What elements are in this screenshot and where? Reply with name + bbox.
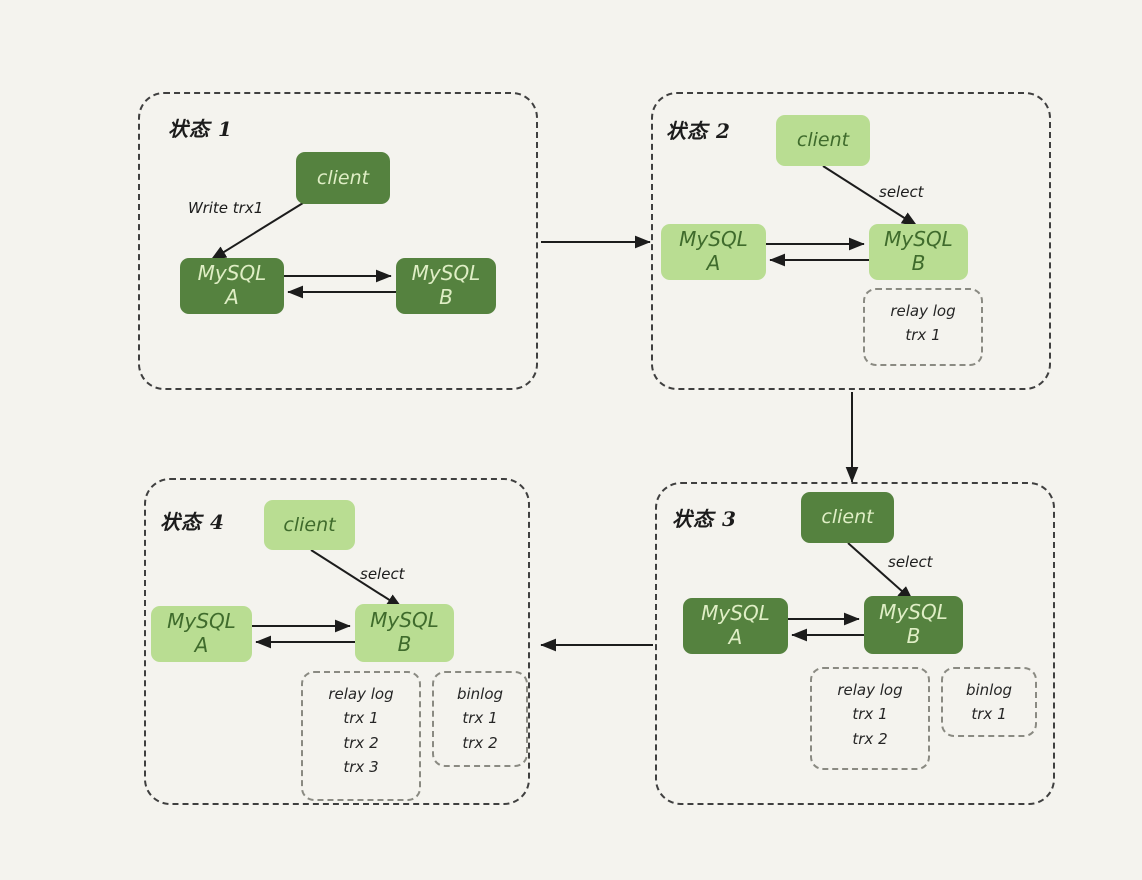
state-panel-2	[651, 92, 1051, 390]
mysql-b-node-state1-line1: MySQL	[411, 261, 481, 286]
mysql-a-node-state2-line1: MySQL	[679, 227, 748, 252]
mysql-a-node-state2[interactable]: MySQL A	[661, 224, 766, 280]
client-node-state2[interactable]: client	[776, 115, 870, 166]
mysql-a-node-state1-line1: MySQL	[197, 261, 267, 286]
relay-log-box-state3-title: relay log	[837, 681, 903, 699]
binlog-box-state4-entry-2: trx 2	[462, 733, 498, 752]
relay-log-box-state3-entry-2: trx 2	[852, 729, 888, 748]
state-panel-4-title: 状态 4	[160, 510, 225, 534]
mysql-b-node-state1[interactable]: MySQL B	[396, 258, 496, 314]
mysql-a-node-state3-line1: MySQL	[701, 601, 770, 626]
relay-log-box-state3-entry-1: trx 1	[852, 705, 888, 724]
mysql-b-node-state4[interactable]: MySQL B	[355, 604, 454, 662]
relay-log-box-state2-title: relay log	[890, 302, 956, 320]
mysql-b-node-state2[interactable]: MySQL B	[869, 224, 968, 280]
relay-log-box-state4-entry-2: trx 2	[343, 733, 379, 752]
mysql-a-node-state4[interactable]: MySQL A	[151, 606, 252, 662]
client-node-state3-label: client	[821, 506, 874, 529]
relay-log-box-state4: relay log trx 1 trx 2 trx 3	[301, 671, 421, 801]
state-panel-3-title: 状态 3	[672, 507, 737, 531]
relay-log-box-state3: relay log trx 1 trx 2	[810, 667, 930, 770]
relay-log-box-state2: relay log trx 1	[863, 288, 983, 366]
mysql-a-node-state1-line2: A	[225, 285, 239, 309]
mysql-b-node-state3[interactable]: MySQL B	[864, 596, 963, 654]
mysql-a-node-state3[interactable]: MySQL A	[683, 598, 788, 654]
edge-label-select-state3: select	[888, 553, 933, 571]
client-node-state2-label: client	[796, 129, 850, 152]
state-panel-1-title: 状态 1	[168, 117, 233, 141]
edge-label-select-state4: select	[360, 565, 405, 583]
mysql-b-node-state3-line2: B	[906, 624, 921, 648]
mysql-a-node-state1[interactable]: MySQL A	[180, 258, 284, 314]
mysql-a-node-state3-line2: A	[728, 625, 743, 649]
state-panel-1	[138, 92, 538, 390]
binlog-box-state4-title: binlog	[456, 685, 504, 703]
mysql-a-node-state2-line2: A	[706, 251, 721, 275]
state-panel-2-title: 状态 2	[666, 119, 731, 143]
mysql-a-node-state4-line2: A	[194, 633, 209, 657]
mysql-b-node-state2-line1: MySQL	[884, 227, 953, 252]
mysql-b-node-state3-line1: MySQL	[879, 600, 948, 625]
binlog-box-state3: binlog trx 1	[941, 667, 1037, 737]
binlog-box-state3-entry-1: trx 1	[971, 705, 1007, 724]
mysql-a-node-state4-line1: MySQL	[167, 609, 236, 634]
state-panel-3	[655, 482, 1055, 805]
binlog-box-state4: binlog trx 1 trx 2	[432, 671, 528, 767]
mysql-b-node-state4-line2: B	[397, 632, 412, 656]
relay-log-box-state4-entry-1: trx 1	[343, 709, 379, 728]
client-node-state1-label: client	[316, 166, 370, 189]
mysql-b-node-state4-line1: MySQL	[370, 608, 439, 633]
edge-label-select-state2: select	[879, 183, 924, 201]
mysql-b-node-state2-line2: B	[911, 251, 926, 275]
state-panel-4	[144, 478, 530, 805]
client-node-state4-label: client	[283, 513, 336, 536]
relay-log-box-state2-entry-1: trx 1	[905, 326, 941, 345]
client-node-state4[interactable]: client	[264, 500, 355, 550]
client-node-state3[interactable]: client	[801, 492, 894, 543]
client-node-state1[interactable]: client	[296, 152, 390, 204]
binlog-box-state3-title: binlog	[965, 681, 1013, 699]
binlog-box-state4-entry-1: trx 1	[462, 709, 498, 728]
relay-log-box-state4-entry-3: trx 3	[343, 757, 379, 776]
relay-log-box-state4-title: relay log	[328, 685, 394, 703]
mysql-b-node-state1-line2: B	[439, 285, 453, 309]
edge-label-write-trx1: Write trx1	[188, 199, 264, 217]
